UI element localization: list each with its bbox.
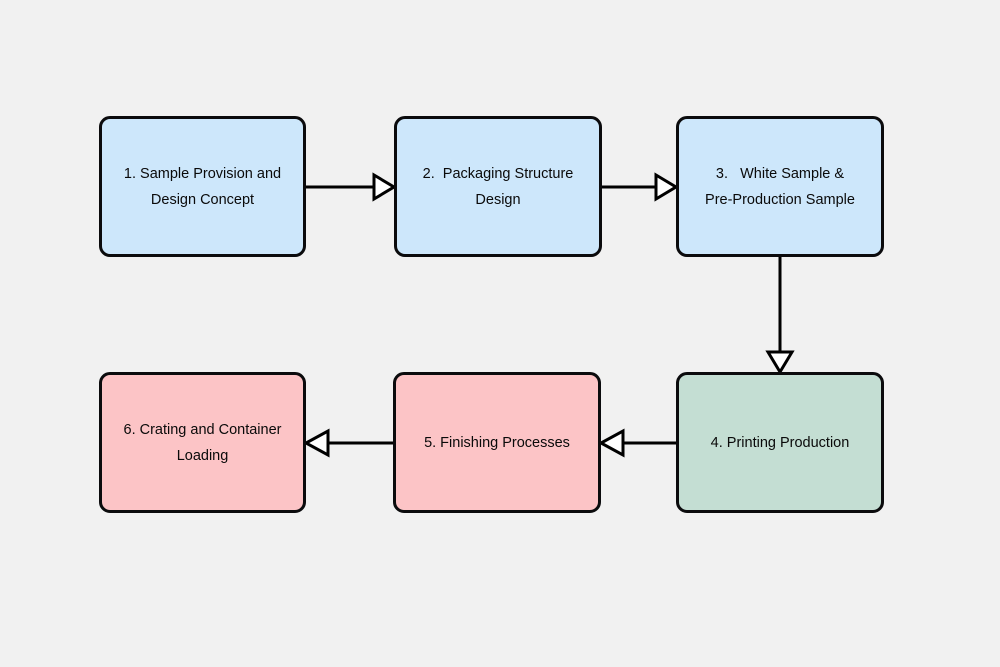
process-node-2[interactable]: 2. Packaging Structure Design <box>394 116 602 257</box>
process-node-4[interactable]: 4. Printing Production <box>676 372 884 513</box>
process-node-3[interactable]: 3. White Sample & Pre-Production Sample <box>676 116 884 257</box>
process-node-1[interactable]: 1. Sample Provision and Design Concept <box>99 116 306 257</box>
edge-5-to-6 <box>302 428 393 458</box>
node-3-label: 3. White Sample & Pre-Production Sample <box>705 165 855 208</box>
node-1-label: 1. Sample Provision and Design Concept <box>123 165 282 208</box>
edge-1-to-2 <box>306 172 397 202</box>
edge-3-to-4 <box>765 257 795 375</box>
node-4-label: 4. Printing Production <box>710 434 850 451</box>
edge-2-to-3 <box>602 172 679 202</box>
edge-4-to-5 <box>597 428 676 458</box>
process-node-5[interactable]: 5. Finishing Processes <box>393 372 601 513</box>
node-5-label: 5. Finishing Processes <box>424 434 570 451</box>
process-node-6[interactable]: 6. Crating and Container Loading <box>99 372 306 513</box>
node-6-label: 6. Crating and Container Loading <box>123 421 282 464</box>
node-2-label: 2. Packaging Structure Design <box>422 165 574 208</box>
